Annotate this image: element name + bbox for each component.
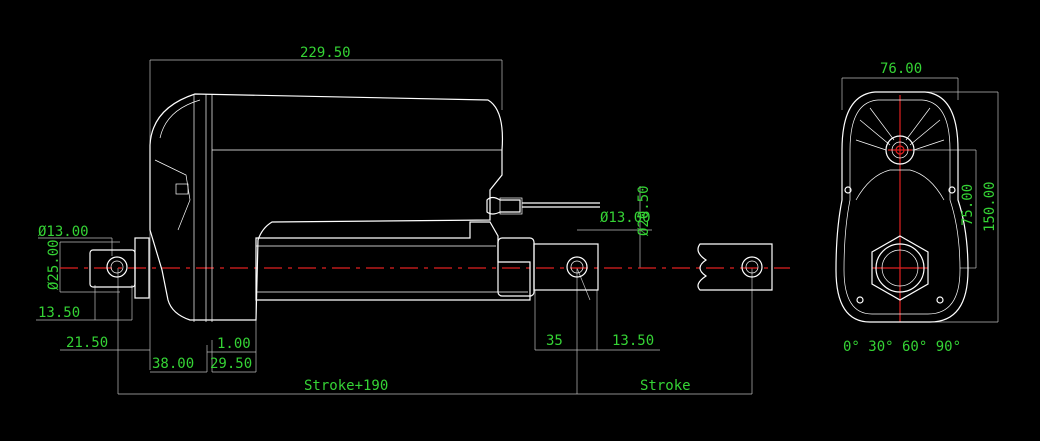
dim-side-center: 75.00 xyxy=(960,184,976,226)
dim-rear-clevis: Ø25.00 xyxy=(46,239,62,290)
centerlines xyxy=(60,95,928,322)
actuator-body xyxy=(89,93,773,322)
dim-motor-offset: 38.00 xyxy=(152,356,194,372)
dim-side-height: 150.00 xyxy=(982,181,998,232)
dim-front-hole-offset: 13.50 xyxy=(612,333,654,349)
dim-tube-offset: 29.50 xyxy=(210,356,252,372)
dim-side-width: 76.00 xyxy=(880,61,922,77)
side-view xyxy=(835,91,969,323)
dim-overall-length: 229.50 xyxy=(300,45,351,61)
dim-stroke-plus: Stroke+190 xyxy=(304,378,388,394)
dim-stroke: Stroke xyxy=(640,378,691,394)
dim-front-rod-dia: Ø20.50 xyxy=(636,185,652,236)
dim-rear-offset-2: 21.50 xyxy=(66,335,108,351)
dim-tube-gap: 1.00 xyxy=(217,336,251,352)
dim-rear-hole-dia: Ø13.00 xyxy=(38,224,89,240)
dim-front-hole-dia: Ø13.00 xyxy=(600,210,651,226)
dim-front-35: 35 xyxy=(546,333,563,349)
dimension-lines xyxy=(36,59,999,395)
dim-rotation-angles: 0° 30° 60° 90° xyxy=(843,339,961,355)
dim-rear-hole-offset: 13.50 xyxy=(38,305,80,321)
